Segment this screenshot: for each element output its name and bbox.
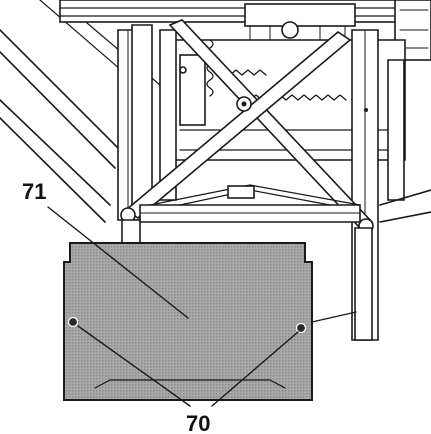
callout-71-label: 71: [22, 179, 46, 204]
callout-71-leader: [47, 206, 189, 319]
callout-70-label: 70: [186, 411, 210, 434]
rear-legs: [121, 219, 373, 341]
center-legs: [159, 29, 405, 201]
mesh-panel: [63, 242, 313, 401]
saw-table-top: [59, 0, 431, 61]
callout-70-leader-right: [211, 331, 299, 407]
mounting-hole-left: [67, 316, 79, 328]
callout-70-leader-left: [77, 325, 191, 407]
lower-frame: [139, 184, 431, 223]
callout-70: 70: [77, 325, 299, 434]
panel-leader-line: [311, 311, 357, 323]
cross-braces: [120, 19, 374, 234]
mounting-hole-right: [295, 322, 307, 334]
callout-71: 71: [22, 179, 189, 319]
left-leg: [117, 24, 153, 221]
